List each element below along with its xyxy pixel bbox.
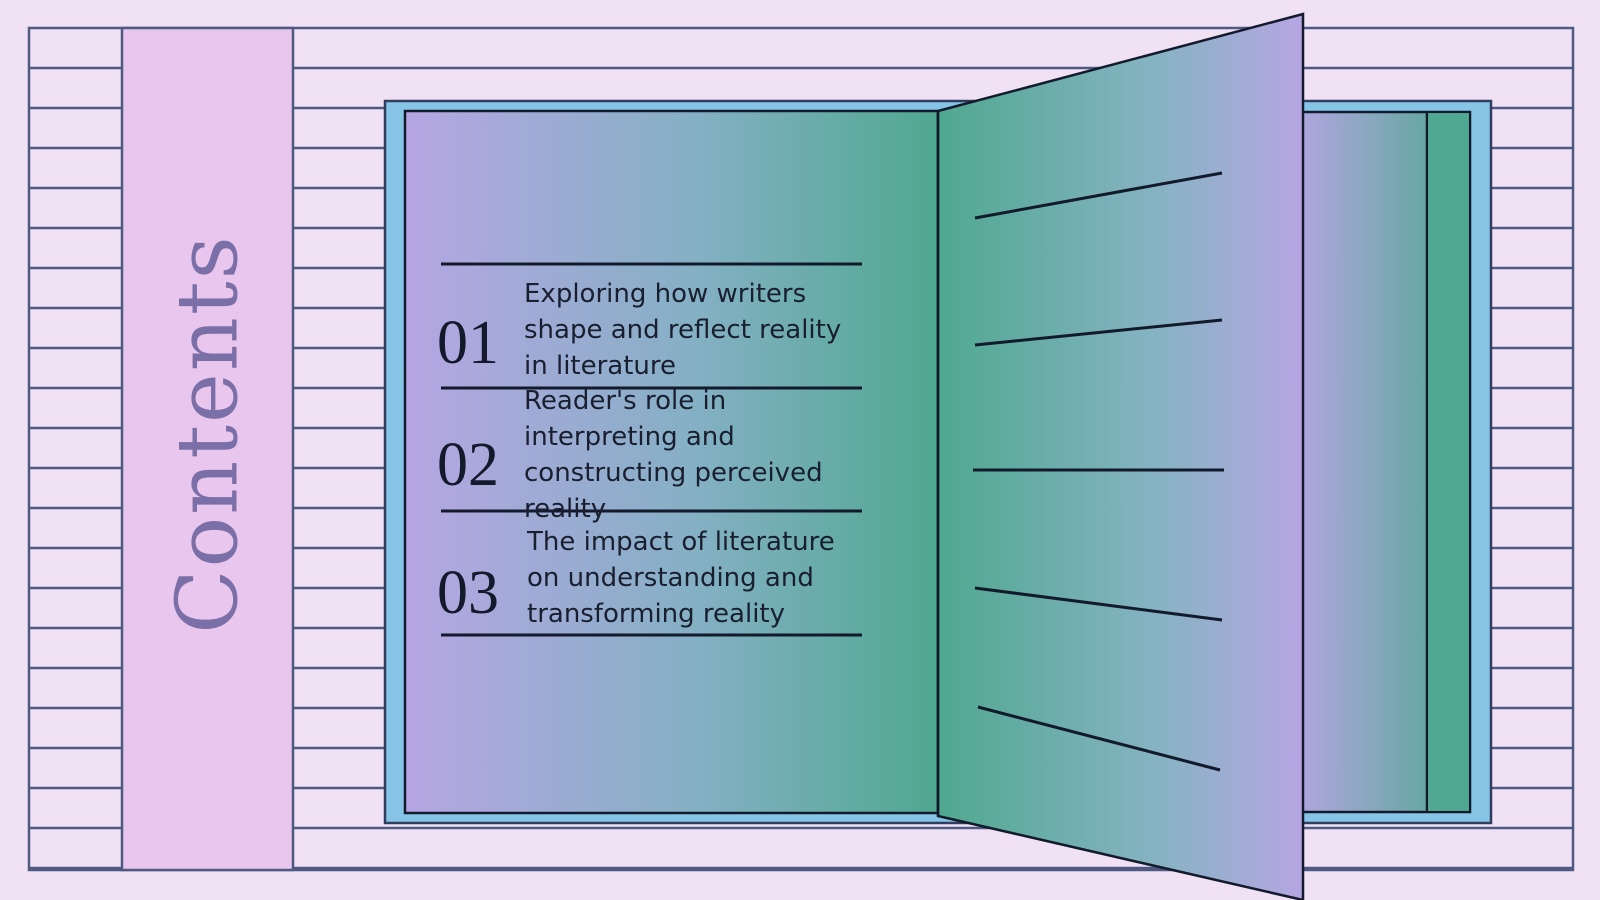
item-text-02: Reader's role in interpreting and constr… xyxy=(524,386,823,524)
item-text-03: The impact of literature on understandin… xyxy=(527,527,835,629)
title-band xyxy=(120,26,295,872)
item-number-02: 02 xyxy=(437,431,499,499)
page-edge-strip xyxy=(1428,113,1469,811)
left-page xyxy=(403,109,940,815)
turning-page xyxy=(936,12,1305,900)
contents-separators xyxy=(441,262,862,637)
item-number-01: 01 xyxy=(437,309,499,377)
item-number-03: 03 xyxy=(437,559,499,627)
flap-text-lines xyxy=(973,171,1224,772)
item-text-01: Exploring how writers shape and reflect … xyxy=(524,279,842,381)
